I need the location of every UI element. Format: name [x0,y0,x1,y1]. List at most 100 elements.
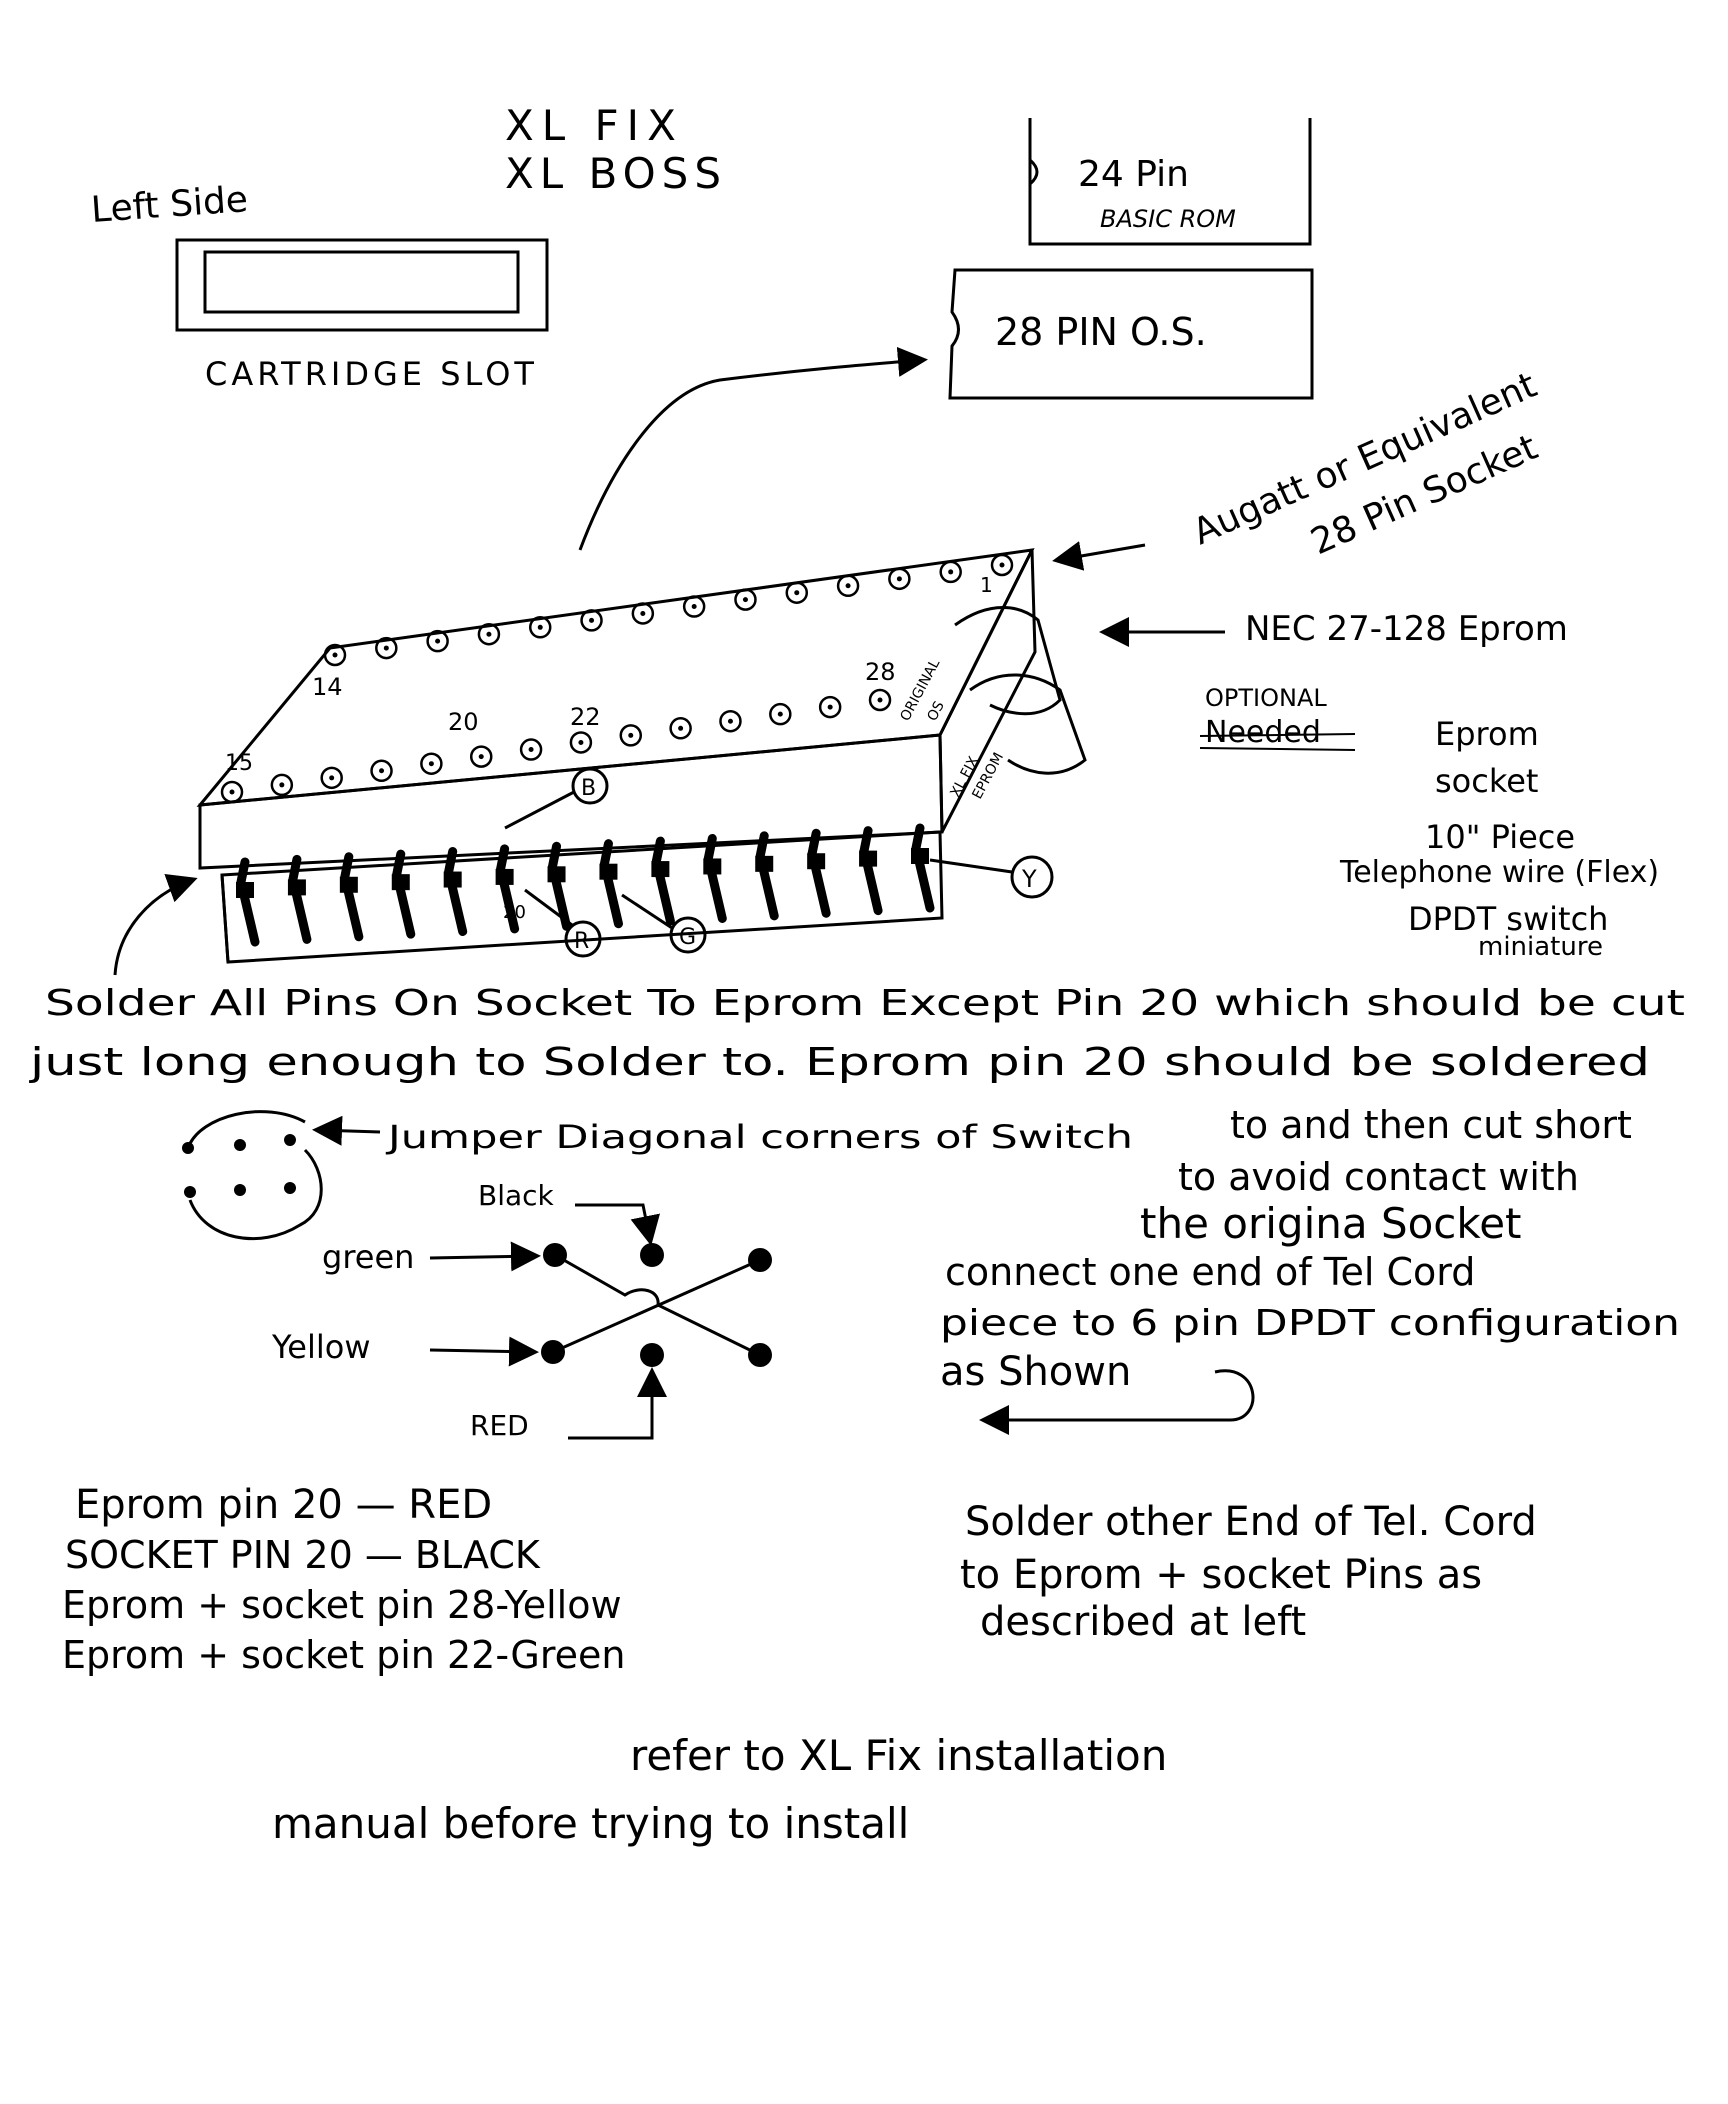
pin-leg-joint [495,868,514,885]
pin-leg-joint [287,879,306,896]
pin-hole-center [589,617,595,623]
needed-item-miniature: miniature [1478,932,1603,962]
pin-leg [599,839,623,929]
pin-leg-joint [859,850,878,867]
pin-hole-center [640,610,646,616]
as-shown-arrow [979,1369,1255,1435]
pin-hole [370,759,393,783]
basic-rom-pins: 24 Pin [1078,154,1189,195]
pin-hole [220,780,244,804]
solder-instruction-line-5: the origina Socket [1140,1199,1522,1248]
pin-leg [703,833,727,923]
pin-hole-center [948,569,954,575]
pin-leg-joint [391,874,410,891]
solder-instruction-line-2: just long enough to Solder to. Eprom pin… [29,1040,1650,1084]
pin-hole-center [329,775,335,781]
pin-hole-center [435,638,441,644]
pin-hole-center [999,562,1005,568]
pin-hole-center [827,704,833,710]
pin-leg-joint [443,871,462,888]
other-end-line-2: to Eprom + socket Pins as [960,1552,1482,1598]
pin-hole-center [678,725,684,731]
pin-hole-center [379,768,385,774]
connect-instruction-line-2: piece to 6 pin DPDT configuration [940,1303,1680,1344]
pin-hole [818,695,842,719]
pin-hole [669,717,692,740]
pin-hole [769,702,792,726]
pin-hole-center [528,747,534,753]
footer-line-1: refer to XL Fix installation [630,1731,1167,1780]
pin-marker-g: G [621,893,707,954]
pin-hole [323,643,347,667]
pin-hole [469,745,493,768]
pin-leg-joint [755,855,774,872]
wiring-line-4: Eprom + socket pin 22-Green [62,1633,626,1677]
basic-rom-name: BASIC ROM [1100,205,1236,233]
pin-hole [477,622,501,646]
pin-leg-joint [339,876,358,893]
pin-hole [569,731,593,754]
wiring-line-1: Eprom pin 20 — RED [75,1482,492,1528]
pin-hole-center [691,604,697,610]
connect-instruction-line-3: as Shown [940,1349,1131,1395]
chip-pin-1-label: 1 [980,573,993,597]
pin-leg-joint [651,861,670,878]
solder-instruction-line-4: to avoid contact with [1178,1155,1579,1199]
wiring-line-2: SOCKET PIN 20 — BLACK [65,1533,541,1577]
needed-item-eprom: Eprom [1435,715,1539,753]
to-os-socket-arrow [578,346,928,551]
pin-hole [785,581,809,604]
cartridge-slot-label: CARTRIDGE SLOT [205,355,538,393]
pin-hole [888,567,911,591]
pin-hole [990,553,1014,577]
socket-pin-holes [220,553,1014,804]
wire-red-label: RED [470,1409,529,1442]
jumper-instruction: Jumper Diagonal corners of Switch [385,1118,1133,1156]
pin-hole-center [628,732,634,738]
pin-marker-r: R [524,888,602,958]
jumper-label-arrow [312,1115,381,1146]
solder-instruction-line-3: to and then cut short [1230,1103,1632,1147]
pin-hole-center [383,645,389,651]
pin-leg [651,836,675,926]
eprom-callout-label: NEC 27-128 Eprom [1245,609,1568,649]
title-line-2: XL BOSS [505,149,727,198]
needed-heading: Needed [1205,715,1321,750]
pin-leg [496,844,520,934]
pin-leg-joint [236,882,254,898]
os-rom-chip [948,268,1314,400]
cartridge-slot-drawing [175,238,549,332]
pin-leg [392,849,416,939]
chip-pin-15-label: 15 [225,751,253,776]
pin-hole-center [537,624,543,630]
pin-hole-center [578,739,584,745]
pin-hole [320,766,343,790]
wire-yellow-label: Yellow [271,1328,371,1366]
pin-hole [580,609,603,632]
pin-hole [734,588,757,611]
pin-leg-joint [703,858,722,875]
solder-instruction-line-1: Solder All Pins On Socket To Eprom Excep… [45,983,1685,1024]
other-end-line-3: described at left [980,1599,1306,1645]
dpdt-wiring-diagram [429,1203,772,1440]
pin-hole [939,560,962,584]
svg-text:R: R [574,929,589,954]
pin-marker-y: Y [929,855,1054,899]
left-side-label: Left Side [90,179,250,231]
original-os-label-2: OS [924,699,948,724]
wire-black-label: Black [478,1179,555,1212]
pin-hole-center [845,583,851,589]
pin-hole-center [896,576,902,582]
pin-hole-center [229,789,235,795]
os-rom-label: 28 PIN O.S. [995,310,1207,354]
needed-underline [1199,747,1356,751]
needed-strike-line [1199,733,1356,737]
pin-hole-center [486,631,492,637]
pin-leg [859,826,883,916]
chip-stack-drawing [196,548,1087,964]
needed-item-switch: DPDT switch [1408,900,1608,938]
pin-hole-center [794,590,800,596]
pin-hole [426,629,449,653]
pin-hole-center [727,718,733,724]
